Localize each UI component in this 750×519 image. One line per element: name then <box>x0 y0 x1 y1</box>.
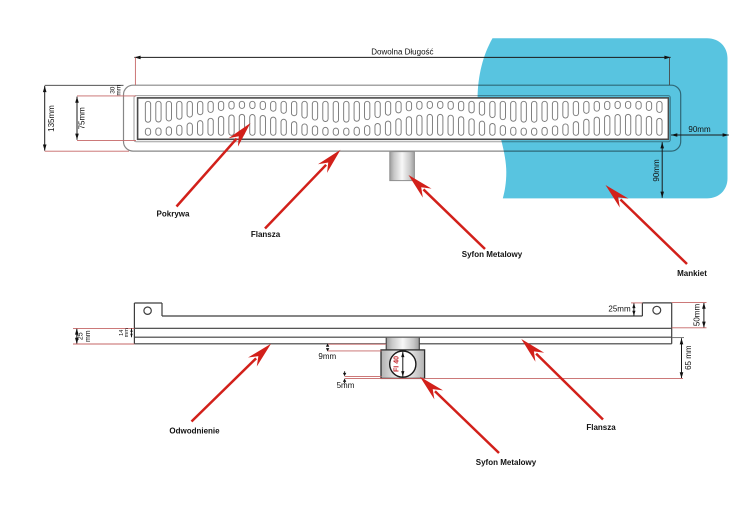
svg-text:mm: mm <box>116 85 123 96</box>
svg-text:50mm: 50mm <box>693 304 702 327</box>
svg-text:135mm: 135mm <box>47 105 56 132</box>
svg-text:Mankiet: Mankiet <box>677 269 707 278</box>
svg-text:Flansza: Flansza <box>586 423 616 432</box>
svg-text:Pokrywa: Pokrywa <box>157 210 190 219</box>
svg-text:9mm: 9mm <box>318 352 336 361</box>
svg-text:Dowolna Długość: Dowolna Długość <box>371 48 433 57</box>
svg-text:65 mm: 65 mm <box>684 345 693 370</box>
svg-text:Odwodnienie: Odwodnienie <box>169 426 220 435</box>
svg-text:mm: mm <box>124 328 130 338</box>
svg-text:30: 30 <box>110 86 117 94</box>
svg-text:mm: mm <box>85 330 92 342</box>
svg-text:5mm: 5mm <box>337 381 355 390</box>
svg-text:25: 25 <box>77 332 84 340</box>
svg-text:FI 40: FI 40 <box>394 356 401 372</box>
svg-text:90mm: 90mm <box>688 125 711 134</box>
svg-text:90mm: 90mm <box>652 159 661 182</box>
svg-text:Syfon Metalowy: Syfon Metalowy <box>476 458 537 467</box>
svg-text:Flansza: Flansza <box>251 230 281 239</box>
svg-text:75mm: 75mm <box>78 107 87 130</box>
svg-text:14: 14 <box>119 330 125 336</box>
svg-text:25mm: 25mm <box>608 304 631 313</box>
svg-text:Syfon Metalowy: Syfon Metalowy <box>462 250 523 259</box>
